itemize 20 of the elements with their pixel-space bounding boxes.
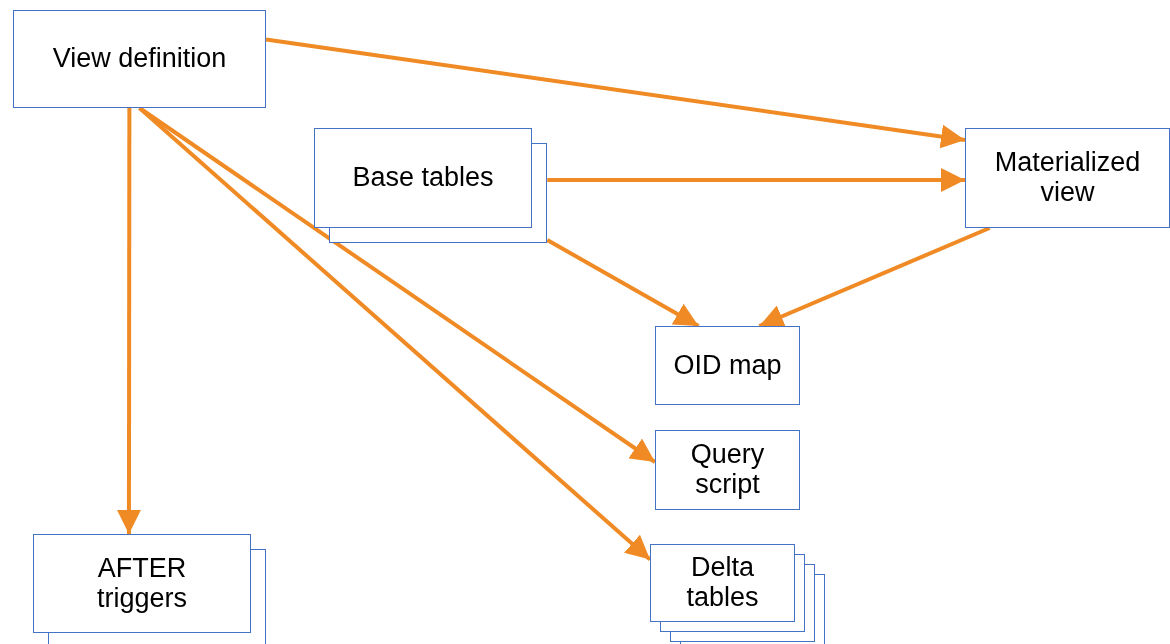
box-label: Materialized view	[993, 148, 1142, 208]
process-box	[965, 128, 1170, 228]
box-label: Delta tables	[685, 553, 760, 613]
box-label: Base tables	[352, 163, 494, 193]
process-box	[13, 10, 266, 108]
box-label: OID map	[673, 350, 782, 381]
box-label: AFTER triggers	[96, 553, 188, 614]
box-label: View definition	[52, 44, 227, 74]
arrow	[265, 37, 966, 149]
arrow	[547, 168, 965, 192]
process-box	[655, 430, 800, 510]
arrow	[758, 226, 991, 328]
process-box	[655, 326, 800, 405]
stacked-document-box	[314, 128, 532, 228]
stacked-document-box	[33, 534, 251, 633]
box-label: Query script	[689, 440, 766, 500]
arrow	[138, 106, 652, 562]
stacked-document-box	[650, 544, 795, 622]
arrow	[116, 108, 141, 534]
arrow	[546, 238, 700, 328]
